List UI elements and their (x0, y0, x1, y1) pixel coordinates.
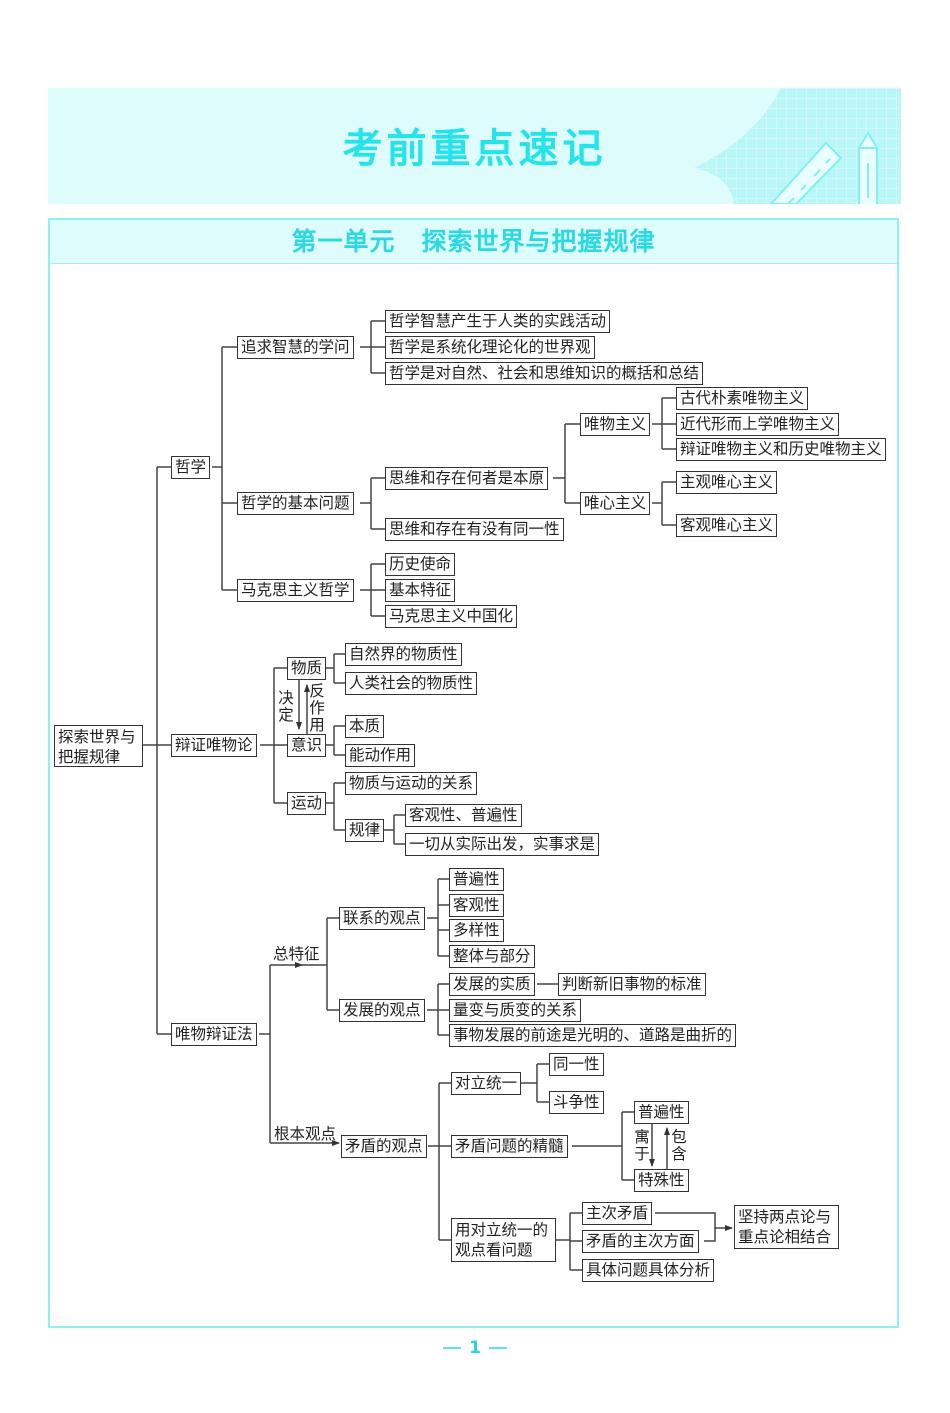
ruler-pencil-decoration-icon (694, 88, 901, 204)
dash-right (488, 1347, 507, 1349)
unit-title: 第一单元 探索世界与把握规律 (291, 227, 656, 256)
node-marxism-item: 基本特征 (385, 579, 456, 602)
node-unity-item: 斗争性 (549, 1091, 604, 1114)
node-connection: 联系的观点 (339, 907, 425, 930)
node-basic-question: 哲学的基本问题 (237, 492, 354, 515)
page-number-value: 1 (469, 1338, 481, 1358)
node-development-essence: 发展的实质 (449, 973, 535, 996)
node-connection-item: 多样性 (449, 919, 504, 942)
node-dialectical-materialism: 辩证唯物论 (171, 734, 257, 757)
banner-title: 考前重点速记 (342, 126, 607, 172)
node-unity: 对立统一 (451, 1072, 522, 1095)
label-fundamental-view: 根本观点 (274, 1125, 337, 1143)
node-matter-item: 自然界的物质性 (345, 643, 462, 666)
page-banner: 考前重点速记 (48, 88, 901, 204)
node-apply-unity: 用对立统一的 观点看问题 (451, 1218, 556, 1262)
dash-left (443, 1347, 462, 1349)
node-wisdom-item: 哲学智慧产生于人类的实践活动 (385, 310, 611, 333)
node-materialism-item: 古代朴素唯物主义 (676, 387, 809, 410)
node-contradiction: 矛盾的观点 (341, 1135, 427, 1158)
result-line2: 重点论相结合 (738, 1228, 832, 1246)
node-unity-item: 同一性 (549, 1053, 604, 1076)
node-idealism-item: 客观唯心主义 (676, 514, 778, 537)
node-connection-item: 客观性 (449, 894, 504, 917)
node-wisdom-item: 哲学是对自然、社会和思维知识的概括和总结 (385, 362, 704, 385)
apply-line2: 观点看问题 (455, 1241, 533, 1259)
node-materialist-dialectics: 唯物辩证法 (171, 1023, 257, 1046)
label-include: 包含 (671, 1128, 687, 1163)
node-wisdom-item: 哲学是系统化理论化的世界观 (385, 336, 595, 359)
node-apply-item: 主次矛盾 (582, 1202, 653, 1225)
result-line1: 坚持两点论与 (738, 1208, 832, 1226)
unit-panel: 第一单元 探索世界与把握规律 (48, 218, 899, 1328)
root-node: 探索世界与 把握规律 (54, 725, 143, 767)
node-identity: 思维和存在有没有同一性 (385, 518, 564, 541)
node-matter: 物质 (287, 657, 327, 680)
node-law-item: 一切从实际出发，实事求是 (405, 833, 600, 856)
label-counteraction: 反作用 (309, 682, 325, 734)
label-decide: 决定 (278, 689, 294, 724)
node-connection-item: 普遍性 (449, 868, 504, 891)
label-general-feature: 总特征 (273, 945, 320, 963)
node-two-point-theory: 坚持两点论与 重点论相结合 (734, 1205, 839, 1249)
node-development: 发展的观点 (339, 999, 425, 1022)
node-materialism-item: 辩证唯物主义和历史唯物主义 (676, 438, 886, 461)
node-idealism: 唯心主义 (580, 492, 651, 515)
node-materialism-item: 近代形而上学唯物主义 (676, 413, 840, 436)
node-philosophy: 哲学 (171, 456, 211, 479)
node-motion-relation: 物质与运动的关系 (345, 772, 478, 795)
node-materialism: 唯物主义 (580, 413, 651, 436)
node-connection-item: 整体与部分 (449, 945, 535, 968)
node-apply-item: 矛盾的主次方面 (582, 1230, 699, 1253)
unit-header: 第一单元 探索世界与把握规律 (50, 220, 897, 264)
node-universality: 普遍性 (634, 1101, 689, 1124)
node-matter-item: 人类社会的物质性 (345, 672, 478, 695)
node-consciousness-item: 本质 (345, 715, 385, 738)
node-law: 规律 (345, 819, 385, 842)
node-contradiction-essence: 矛盾问题的精髓 (451, 1135, 568, 1158)
node-apply-item: 具体问题具体分析 (582, 1259, 715, 1282)
node-consciousness: 意识 (287, 734, 327, 757)
node-wisdom: 追求智慧的学问 (237, 336, 354, 359)
node-development-item: 事物发展的前途是光明的、道路是曲折的 (449, 1024, 737, 1047)
node-motion: 运动 (287, 792, 327, 815)
node-consciousness-item: 能动作用 (345, 744, 416, 767)
root-line2: 把握规律 (58, 748, 121, 766)
node-law-item: 客观性、普遍性 (405, 804, 522, 827)
node-marxism-item: 马克思主义中国化 (385, 605, 518, 628)
node-particularity: 特殊性 (634, 1169, 689, 1192)
node-idealism-item: 主观唯心主义 (676, 471, 778, 494)
node-marxism: 马克思主义哲学 (237, 579, 354, 602)
page-number: 1 (0, 1338, 950, 1358)
node-development-item: 量变与质变的关系 (449, 999, 582, 1022)
label-contained-in: 寓于 (634, 1128, 650, 1163)
node-marxism-item: 历史使命 (385, 553, 456, 576)
root-line1: 探索世界与 (58, 728, 136, 746)
apply-line1: 用对立统一的 (455, 1221, 549, 1239)
node-development-essence-detail: 判断新旧事物的标准 (558, 973, 706, 996)
node-origin: 思维和存在何者是本原 (385, 467, 549, 490)
